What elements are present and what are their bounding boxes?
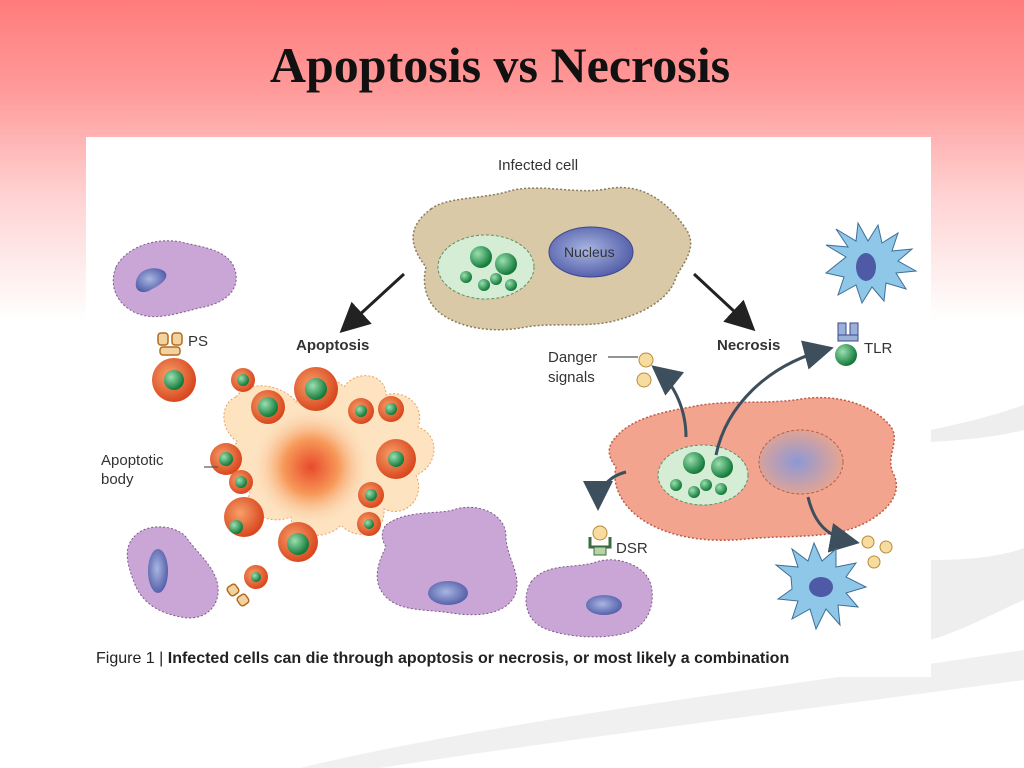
danger-signal-icon bbox=[867, 555, 881, 569]
macrophage-bottom-center bbox=[376, 506, 518, 616]
cell-death-diagram: Infected cell Nucleus Apoptosis Necrosis… bbox=[101, 157, 918, 638]
dendritic-cell-top bbox=[824, 221, 918, 305]
necrotic-cell bbox=[608, 396, 898, 541]
nucleus bbox=[548, 226, 634, 278]
disintegrating-nucleus bbox=[758, 429, 844, 495]
tlr-label: TLR bbox=[864, 340, 893, 357]
tlr-receptor bbox=[837, 322, 859, 342]
figure-panel: Infected cell Nucleus Apoptosis Necrosis… bbox=[86, 137, 931, 677]
ps-receptor bbox=[157, 332, 183, 356]
danger-signal-icon bbox=[861, 535, 875, 549]
apoptotic-body-label-2: body bbox=[101, 471, 134, 488]
pathogen-icon bbox=[470, 246, 492, 268]
pathogen-icon bbox=[835, 344, 857, 366]
danger-release-arrow bbox=[651, 365, 688, 438]
tlr-arrow bbox=[714, 340, 834, 456]
danger-signal-icon bbox=[636, 372, 652, 388]
danger-signals-label-2: signals bbox=[548, 369, 595, 386]
figure-caption-prefix: Figure 1 | bbox=[96, 650, 168, 667]
macrophage-bottom-left bbox=[126, 526, 219, 619]
figure-caption-text: Infected cells can die through apoptosis… bbox=[167, 650, 790, 667]
danger-signal-icon bbox=[638, 352, 654, 368]
release-arrow bbox=[806, 496, 860, 553]
infected-cell bbox=[412, 186, 692, 331]
ps-label: PS bbox=[188, 333, 208, 350]
necrosis-label: Necrosis bbox=[717, 337, 780, 354]
apoptosis-arrow bbox=[339, 272, 406, 334]
ps-receptor-engaged bbox=[226, 583, 250, 607]
figure-caption: Figure 1 | Infected cells can die throug… bbox=[96, 650, 926, 668]
dendritic-cell-bottom bbox=[774, 541, 868, 631]
necrosis-arrow bbox=[692, 272, 756, 332]
apoptosis-label: Apoptosis bbox=[296, 337, 369, 354]
apoptotic-body-label-1: Apoptotic bbox=[101, 452, 164, 469]
nucleus-label: Nucleus bbox=[564, 244, 615, 260]
macrophage-top bbox=[112, 240, 237, 318]
danger-signals-label-1: Danger bbox=[548, 349, 597, 366]
dsr-label: DSR bbox=[616, 540, 648, 557]
macrophage-dsr bbox=[525, 559, 653, 638]
dsr-receptor bbox=[588, 525, 612, 556]
slide-title: Apoptosis vs Necrosis bbox=[269, 37, 731, 93]
infected-cell-label: Infected cell bbox=[498, 157, 578, 174]
danger-signal-icon bbox=[879, 540, 893, 554]
pathogen-icon bbox=[495, 253, 517, 275]
dsr-arrow bbox=[583, 470, 627, 511]
